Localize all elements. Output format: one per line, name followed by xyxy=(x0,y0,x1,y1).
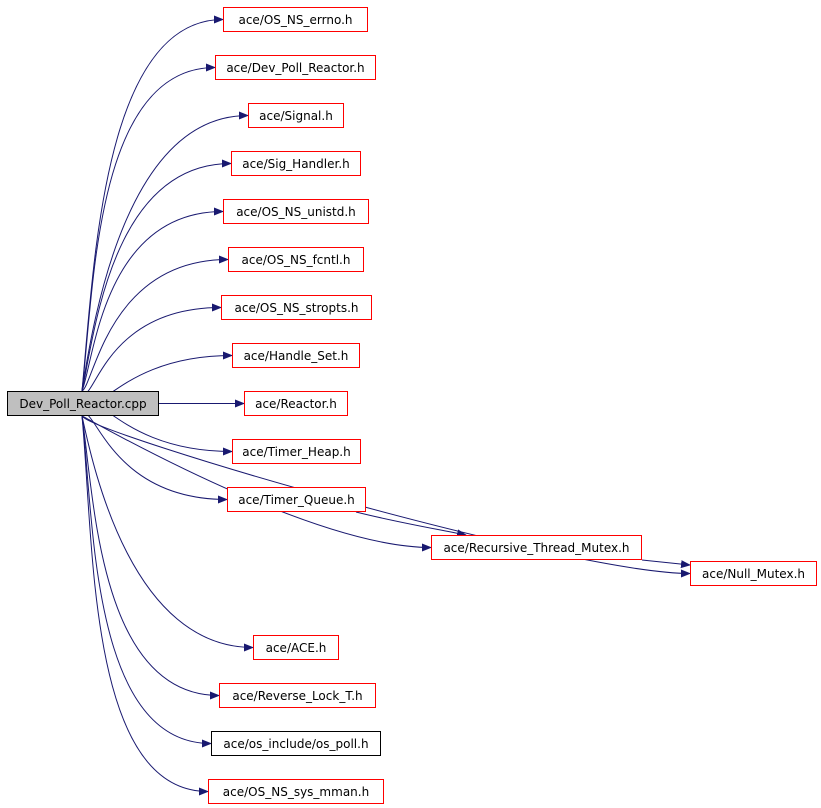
edge-root-to-unistd xyxy=(81,207,224,392)
node-os-ns-stropts-h[interactable]: ace/OS_NS_stropts.h xyxy=(221,295,372,320)
node-null-mutex-h[interactable]: ace/Null_Mutex.h xyxy=(690,561,817,586)
edge-root-to-sighandler xyxy=(81,159,232,392)
node-signal-h[interactable]: ace/Signal.h xyxy=(248,103,344,128)
edge-root-to-signal xyxy=(81,111,249,392)
edge-root-to-stropts xyxy=(81,303,222,394)
node-dev-poll-reactor-h[interactable]: ace/Dev_Poll_Reactor.h xyxy=(215,55,376,80)
node-handle-set-h[interactable]: ace/Handle_Set.h xyxy=(232,343,360,368)
edge-root-to-mman xyxy=(81,415,209,796)
node-timer-heap-h[interactable]: ace/Timer_Heap.h xyxy=(232,439,361,464)
edge-root-to-ospoll xyxy=(81,415,212,748)
edge-root-to-recmutex xyxy=(81,415,432,552)
edge-recmutex-to-nullmutex xyxy=(641,559,691,569)
node-reactor-h[interactable]: ace/Reactor.h xyxy=(244,391,348,416)
node-os-ns-unistd-h[interactable]: ace/OS_NS_unistd.h xyxy=(223,199,369,224)
edge-root-to-ace xyxy=(81,415,254,652)
node-os-poll-h: ace/os_include/os_poll.h xyxy=(211,731,381,756)
edge-root-to-revlock xyxy=(81,415,220,700)
node-ace-h[interactable]: ace/ACE.h xyxy=(253,635,339,660)
edge-root-to-fcntl xyxy=(81,255,229,392)
edge-root-to-devpoll xyxy=(81,63,216,392)
node-os-ns-errno-h[interactable]: ace/OS_NS_errno.h xyxy=(223,7,368,32)
node-os-ns-sys-mman-h[interactable]: ace/OS_NS_sys_mman.h xyxy=(208,779,384,804)
node-recursive-thread-mutex-h[interactable]: ace/Recursive_Thread_Mutex.h xyxy=(431,535,642,560)
node-reverse-lock-t-h[interactable]: ace/Reverse_Lock_T.h xyxy=(219,683,376,708)
edge-timerqueue-to-recmutex xyxy=(355,511,467,538)
node-os-ns-fcntl-h[interactable]: ace/OS_NS_fcntl.h xyxy=(228,247,364,272)
edge-root-to-errno xyxy=(81,15,224,392)
root-file-node: Dev_Poll_Reactor.cpp xyxy=(7,391,159,416)
node-sig-handler-h[interactable]: ace/Sig_Handler.h xyxy=(231,151,361,176)
node-timer-queue-h[interactable]: ace/Timer_Queue.h xyxy=(227,487,366,512)
